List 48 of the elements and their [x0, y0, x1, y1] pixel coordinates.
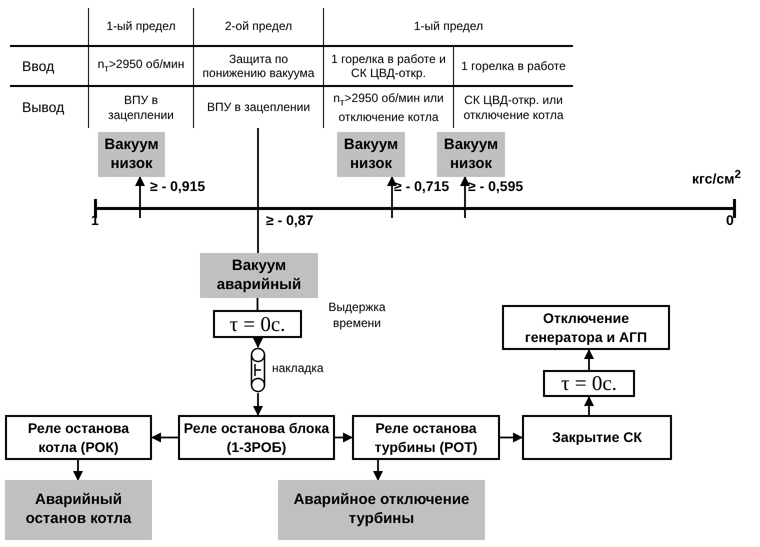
process-box: Отключение генератора и АГП — [502, 305, 670, 350]
status-box: Вакуум низок — [437, 132, 505, 177]
scale-label: ≥ - 0,915 — [150, 178, 206, 194]
arrow — [584, 396, 594, 415]
process-box: Реле останова блока (1-3РОБ) — [178, 415, 335, 460]
delay-box: τ = 0с. — [543, 370, 635, 397]
arrow — [253, 338, 263, 348]
scale-label: ≥ - 0,87 — [266, 212, 314, 228]
process-box: Реле останова турбины (РОТ) — [352, 415, 500, 460]
arrow — [335, 432, 353, 442]
table-cell: Защита по понижению вакуума — [193, 45, 323, 85]
arrow — [135, 176, 145, 218]
table-cell: 2-ой предел — [193, 8, 323, 45]
arrow — [500, 432, 523, 442]
status-box: Аварийный останов котла — [5, 480, 152, 540]
arrow — [460, 176, 470, 218]
note-text: Выдержка времени — [327, 300, 387, 332]
status-box: Вакуум аварийный — [200, 253, 318, 298]
row-header: Вывод — [10, 85, 88, 128]
table-cell: 1-ый предел — [323, 8, 573, 45]
delay-box: τ = 0с. — [213, 310, 302, 338]
arrow — [387, 176, 397, 218]
table-cell: ВПУ в зацеплении — [193, 85, 323, 128]
arrow — [584, 349, 594, 370]
table-cell: n$_{т}$>2950 об/мин или отключение котла — [323, 85, 453, 128]
table-cell: ВПУ в зацеплении — [88, 85, 193, 128]
status-box: Аварийное отключение турбины — [278, 480, 485, 540]
scale-label: ≥ - 0,715 — [394, 178, 450, 194]
side-note: накладка — [272, 361, 324, 377]
arrow — [373, 460, 383, 481]
process-box: Закрытие СК — [522, 415, 672, 460]
status-box: Вакуум низок — [98, 132, 165, 177]
arrow — [151, 432, 178, 442]
scale-label: ≥ - 0,595 — [468, 178, 524, 194]
scale-label: 0 — [726, 212, 734, 228]
scale-label: кгс/см$^{2}$ — [692, 168, 741, 187]
table-cell: n$_{т}$>2950 об/мин — [88, 45, 193, 85]
connector-line — [257, 128, 259, 253]
table-cell: 1 горелка в работе — [453, 45, 573, 85]
connector-line — [256, 298, 258, 310]
process-box: Реле останова котла (РОК) — [5, 415, 152, 460]
arrow — [73, 460, 83, 481]
table-cell: 1 горелка в работе и СК ЦВД-откр. — [323, 45, 453, 85]
status-box: Вакуум низок — [337, 132, 405, 177]
row-header: Ввод — [10, 45, 88, 85]
table-cell: СК ЦВД-откр. или отключение котла — [453, 85, 573, 128]
arrow — [253, 393, 263, 416]
table-cell: 1-ый предел — [88, 8, 193, 45]
